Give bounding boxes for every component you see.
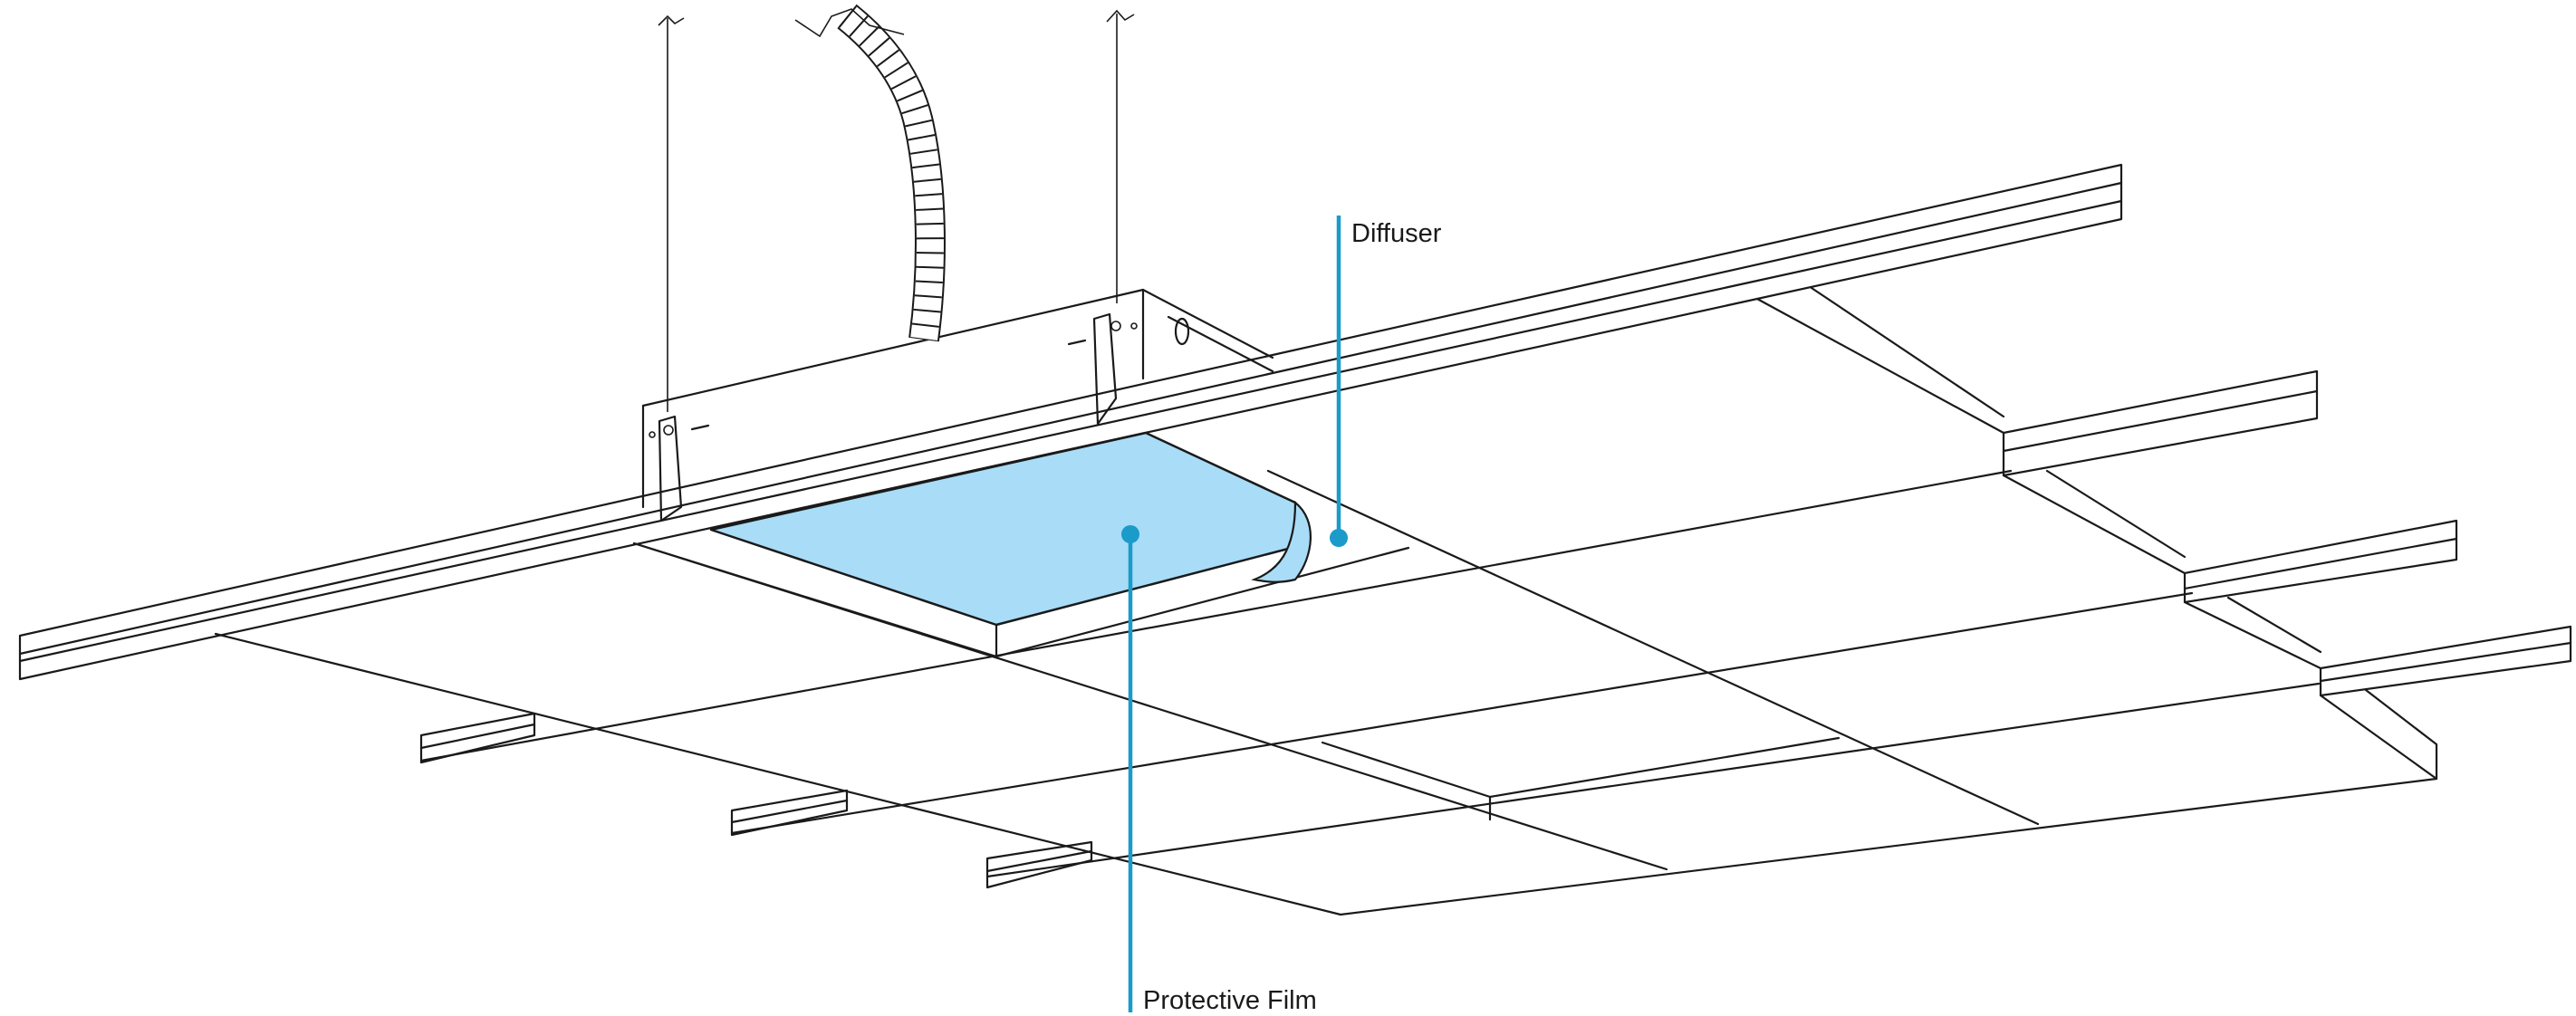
diffuser-marker [1330,529,1348,547]
hanger-wires [658,9,1135,412]
light-fixture-housing [632,288,1410,658]
callout-protective-film: Protective Film [1121,525,1317,1015]
cross-tees-right [1755,286,2572,781]
protective-film [709,431,1312,627]
hanger-bracket-right [1067,312,1138,426]
ceiling-grid [214,469,2438,916]
protective-film-label: Protective Film [1143,986,1317,1015]
main-t-bar-runner [18,163,2123,681]
protective-film-marker [1121,525,1139,543]
cross-tees-left [419,712,1093,889]
diffuser-label: Diffuser [1351,219,1442,248]
hanger-bracket-left [649,415,710,522]
callout-diffuser: Diffuser [1330,216,1442,547]
flexible-conduit [794,4,946,342]
